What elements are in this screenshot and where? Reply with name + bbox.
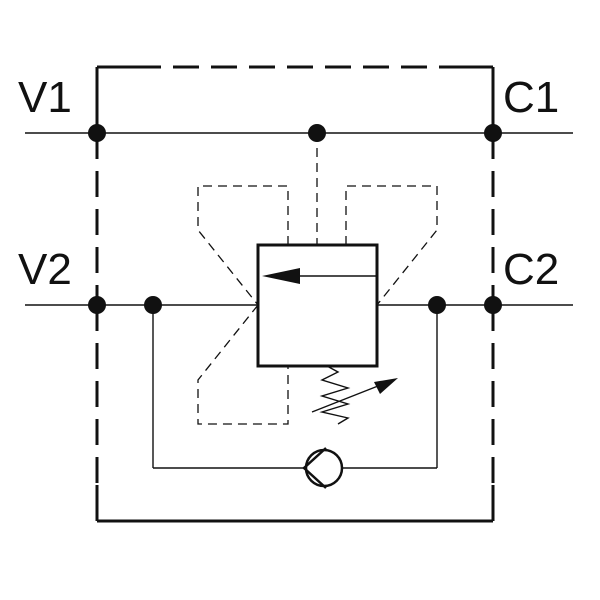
- junction-node-pilot: [308, 124, 326, 142]
- valve-housing-outline: [95, 65, 495, 523]
- junction-node-c1: [484, 124, 502, 142]
- junction-node-v2: [88, 296, 106, 314]
- junction-node-c2: [484, 296, 502, 314]
- valve-spool-box: [256, 243, 379, 368]
- adjustable-spring-icon: [311, 365, 398, 425]
- pilot-line-left: [197, 185, 289, 425]
- junction-node-bypass-right: [428, 296, 446, 314]
- pilot-line-right: [345, 185, 438, 306]
- port-label-c2: C2: [503, 245, 559, 294]
- check-valve-bypass-line: [152, 305, 438, 469]
- check-valve-icon: [302, 447, 344, 489]
- port-label-c1: C1: [503, 73, 559, 122]
- junction-node-bypass-left: [144, 296, 162, 314]
- junction-node-v1: [88, 124, 106, 142]
- port-label-v1: V1: [18, 73, 72, 122]
- port-label-v2: V2: [18, 245, 72, 294]
- flow-arrow-icon: [262, 268, 377, 284]
